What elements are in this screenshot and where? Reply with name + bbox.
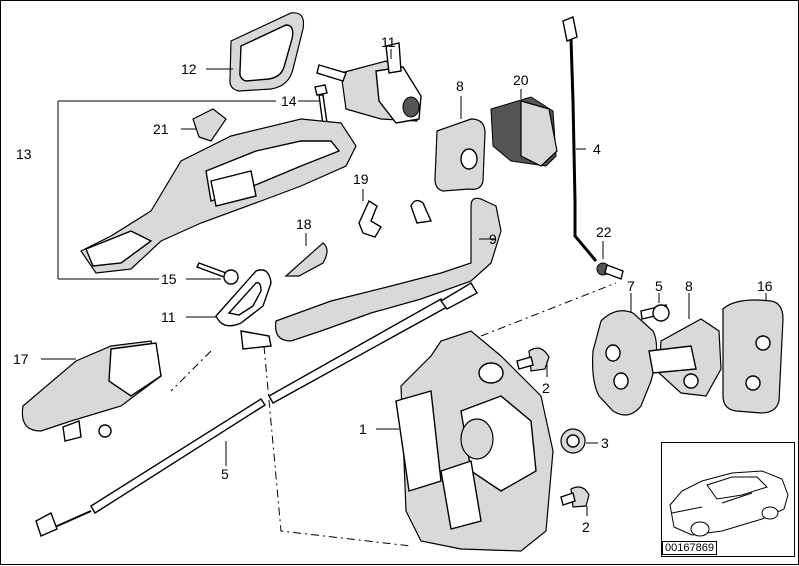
callout-16: 15 [161, 271, 177, 287]
callout-5: 5 [221, 466, 229, 482]
callout-6: 5 [655, 278, 663, 294]
part-14-handle-carrier [80, 118, 357, 274]
callout-2: 2 [542, 380, 550, 396]
part-4-rod [562, 16, 598, 262]
diagram-code: 00167869 [662, 541, 717, 555]
callout-21: 20 [513, 72, 529, 88]
part-16-screw [196, 262, 239, 285]
callout-23: 22 [596, 224, 612, 240]
part-11-lock-cylinder [316, 42, 422, 124]
part-2-bolt [516, 347, 550, 372]
part-2-bolt [560, 486, 590, 508]
part-13-cover-cap [229, 12, 305, 92]
part-10-outer-handle [240, 197, 502, 350]
callout-19: 18 [296, 216, 312, 232]
part-22-clip [192, 108, 227, 142]
callout-15: 14 [281, 93, 297, 109]
vehicle-thumbnail [661, 442, 795, 557]
callout-11: 11 [381, 34, 396, 50]
callout-7: 7 [627, 278, 635, 294]
part-20-spring [358, 199, 382, 238]
callout-18: 17 [13, 351, 29, 367]
part-1-door-lock [395, 330, 554, 552]
callout-20: 19 [353, 171, 369, 187]
callout-17: 16 [757, 278, 773, 294]
callout-14: 13 [16, 146, 32, 162]
callout-10: 9 [489, 231, 497, 247]
part-15-screw [314, 84, 328, 127]
part-6-screw [640, 304, 670, 322]
callout-2-lower: 2 [582, 519, 590, 535]
callout-3: 3 [601, 435, 609, 451]
part-9-keyhole [460, 148, 478, 170]
car-icon [669, 470, 789, 537]
callout-12: 11 [161, 309, 176, 325]
part-3-grommet [560, 428, 586, 454]
callout-8: 8 [685, 278, 693, 294]
part-8-striker [648, 318, 722, 397]
callout-13: 12 [181, 61, 197, 77]
callout-9: 8 [456, 78, 464, 94]
part-5-cable [35, 282, 478, 537]
part-9-end-cap [434, 118, 486, 192]
assembly-line [263, 345, 412, 547]
part-7-cover [592, 310, 658, 416]
part-19-seal [284, 242, 328, 277]
callout-22: 21 [153, 121, 169, 137]
callout-4: 4 [593, 141, 601, 157]
part-17-plate [722, 299, 784, 414]
assembly-line [170, 350, 212, 392]
part-12-gasket-inner [227, 281, 262, 316]
callout-1: 1 [359, 421, 367, 437]
part-18-bowden-bracket [21, 340, 162, 442]
assembly-line [480, 282, 617, 337]
part-23-clip [596, 262, 624, 280]
part-21-cap [490, 96, 558, 167]
